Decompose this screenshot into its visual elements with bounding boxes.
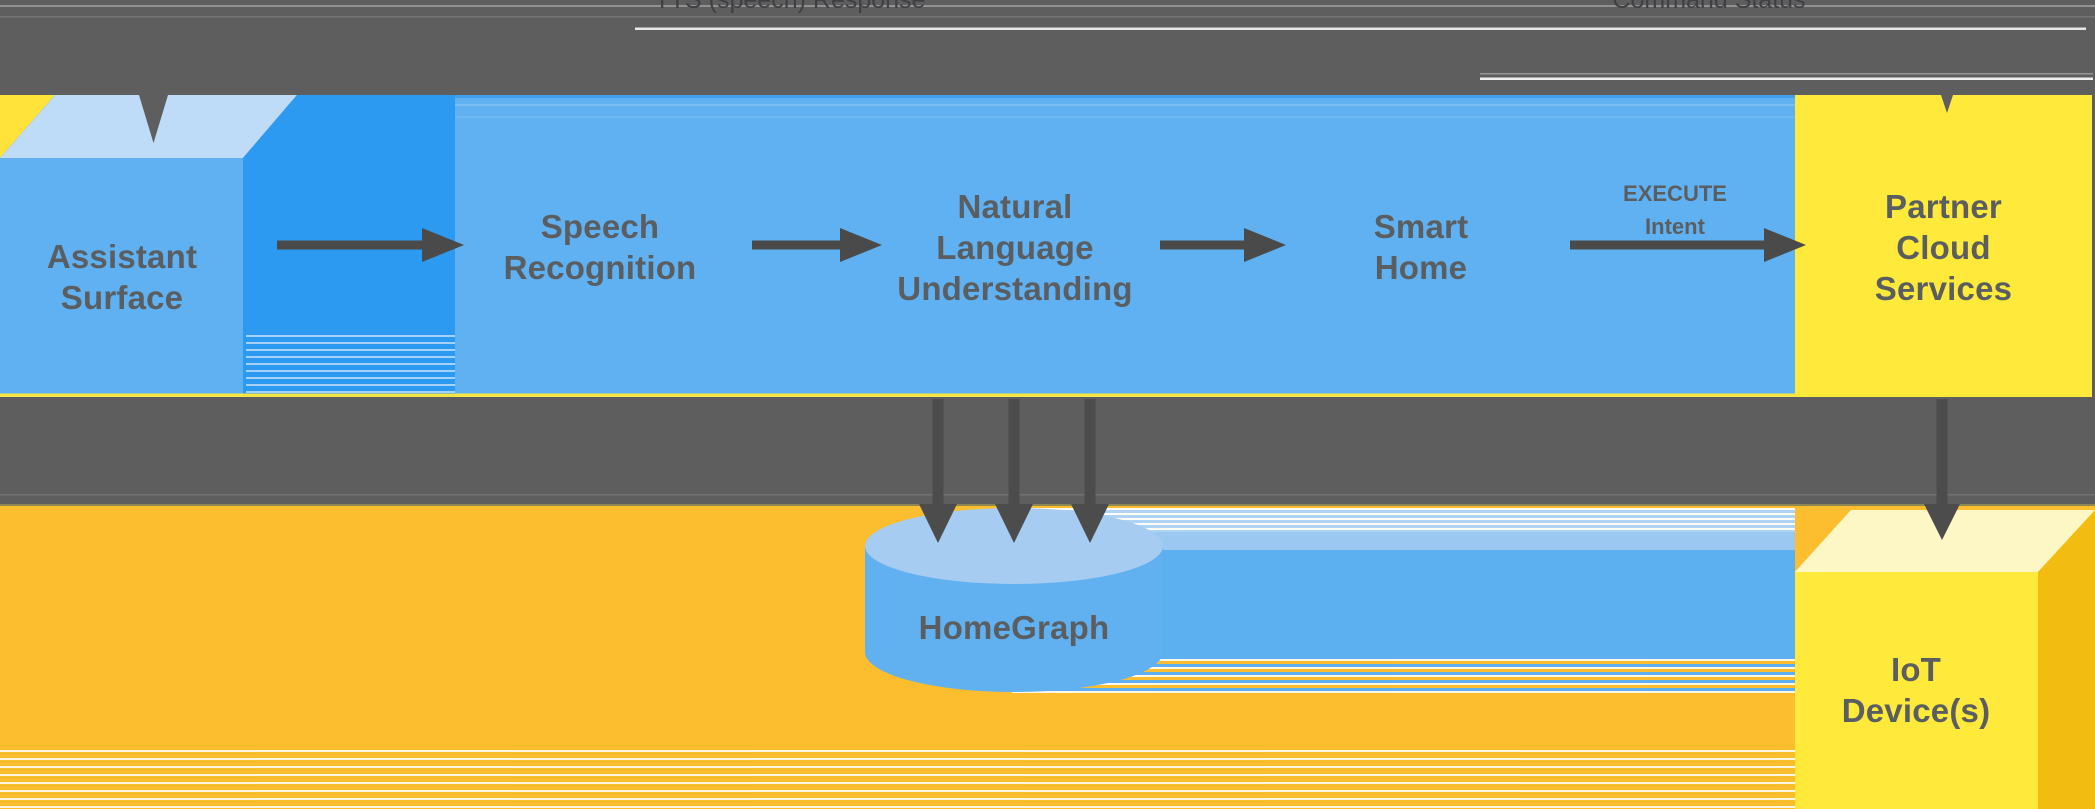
node-label-natural-language-understanding: Natural Language Understanding (897, 188, 1133, 307)
interlace-stripes (1012, 656, 1795, 695)
node-label-partner-cloud-services: Partner Cloud Services (1874, 188, 2013, 307)
node-label-iot-devices: IoT Device(s) (1841, 651, 1991, 729)
assistant-box-side-stripes (246, 330, 455, 396)
band-light-row (1012, 532, 1795, 550)
top-right-flow-label-clip: Command Status (1559, 0, 1859, 30)
edge-label-execute-intent: EXECUTE Intent (1623, 181, 1727, 239)
bottom-fade-stripes (0, 744, 2095, 809)
node-label-speech-recognition: Speech Recognition (503, 208, 697, 286)
node-label-assistant-surface: Assistant Surface (46, 238, 198, 316)
node-label-smart-home: Smart Home (1373, 208, 1469, 286)
tts-response-label: TTS (speech) Response (654, 0, 926, 14)
node-label-homegraph: HomeGraph (918, 609, 1110, 646)
interlace-stripes (1012, 508, 1795, 532)
middle-flow-band (0, 397, 2095, 506)
top-left-flow-label-clip: TTS (speech) Response (640, 0, 940, 30)
partner-cloud-services-box (1795, 95, 2092, 397)
homegraph-sync-band (1012, 508, 1795, 695)
command-status-label: Command Status (1612, 0, 1806, 14)
